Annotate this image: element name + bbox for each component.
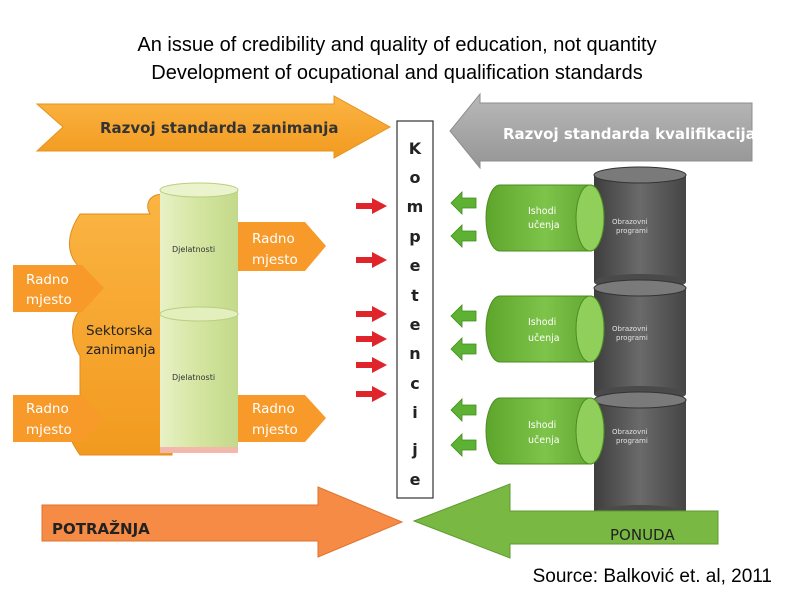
svg-text:programi: programi [616, 227, 648, 235]
svg-text:učenja: učenja [528, 220, 560, 231]
svg-text:Ishodi: Ishodi [528, 317, 556, 328]
title-line-2: Development of ocupational and qualifica… [151, 62, 643, 84]
razvoj-kvalifikacija-arrow: Razvoj standarda kvalifikacija [449, 92, 756, 170]
red-arrow-4 [356, 331, 387, 347]
obrazovni-programi-cylinder-3: Obrazovni programi [593, 391, 687, 521]
svg-text:Radno: Radno [252, 231, 295, 247]
green-arrow-5 [450, 398, 477, 422]
green-arrow-6 [450, 433, 477, 457]
kompetencije-letter: j [411, 440, 417, 459]
obrazovni-programi-cylinder-2: Obrazovni programi [593, 279, 687, 402]
potraznja-arrow: POTRAŽNJA [41, 486, 404, 558]
kompetencije-letter: e [410, 470, 421, 489]
svg-text:Radno: Radno [26, 401, 69, 417]
obrazovni-programi-cylinder-1: Obrazovni programi [593, 166, 687, 290]
kompetencije-letter: n [409, 344, 420, 363]
kompetencije-letter: i [412, 403, 417, 422]
kompetencije-letter: e [410, 256, 421, 275]
svg-text:Ishodi: Ishodi [528, 206, 556, 217]
svg-text:mjesto: mjesto [26, 292, 72, 308]
potraznja-label: POTRAŽNJA [52, 519, 150, 538]
kompetencije-letter: e [410, 315, 421, 334]
green-arrow-4 [450, 337, 477, 361]
green-arrow-2 [450, 224, 477, 248]
razvoj-kvalifikacija-label: Razvoj standarda kvalifikacija [503, 125, 756, 143]
svg-text:mjesto: mjesto [26, 422, 72, 438]
svg-text:Radno: Radno [252, 401, 295, 417]
sektorska-label-1: Sektorska [86, 323, 153, 339]
svg-text:učenja: učenja [528, 333, 560, 344]
svg-text:učenja: učenja [528, 435, 560, 446]
kompetencije-letter: p [409, 227, 420, 246]
ishodi-ucenja-cylinder-2: Ishodi učenja [485, 295, 605, 363]
source-citation: Source: Balković et. al, 2011 [532, 566, 772, 587]
title-line-1: An issue of credibility and quality of e… [137, 34, 657, 56]
sektorska-label-2: zanimanja [86, 342, 156, 358]
radno-mjesto-left-bottom: Radno mjesto [13, 395, 104, 442]
radno-mjesto-left-top: Radno mjesto [13, 265, 104, 312]
ponuda-label: PONUDA [610, 526, 675, 544]
svg-text:Obrazovni: Obrazovni [612, 218, 648, 226]
svg-text:Djelatnosti: Djelatnosti [172, 245, 215, 254]
svg-text:Obrazovni: Obrazovni [612, 325, 648, 333]
radno-mjesto-right-bottom: Radno mjesto [238, 395, 326, 442]
kompetencije-letter: K [409, 139, 422, 158]
razvoj-zanimanja-label: Razvoj standarda zanimanja [100, 119, 338, 137]
ishodi-ucenja-cylinder-3: Ishodi učenja [485, 397, 605, 465]
svg-text:Obrazovni: Obrazovni [612, 428, 648, 436]
red-arrow-3 [356, 306, 387, 322]
kompetencije-letter: c [410, 374, 419, 393]
svg-text:programi: programi [616, 437, 648, 445]
green-arrow-1 [450, 191, 477, 215]
ishodi-ucenja-cylinder-1: Ishodi učenja [485, 184, 605, 252]
kompetencije-letter: t [411, 286, 419, 305]
kompetencije-letter: o [410, 168, 421, 187]
svg-text:Radno: Radno [26, 272, 69, 288]
red-arrow-5 [356, 357, 387, 373]
red-arrow-2 [356, 252, 387, 268]
svg-text:Djelatnosti: Djelatnosti [172, 373, 215, 382]
svg-text:mjesto: mjesto [252, 422, 298, 438]
ponuda-arrow: PONUDA [412, 483, 719, 559]
svg-text:programi: programi [616, 334, 648, 342]
green-arrows [450, 191, 477, 457]
kompetencije-letter: m [407, 197, 424, 216]
svg-text:Ishodi: Ishodi [528, 420, 556, 431]
red-arrow-6 [356, 386, 387, 402]
djelatnosti-cylinder-top: Djelatnosti [159, 182, 239, 321]
radno-mjesto-right-top: Radno mjesto [238, 222, 326, 271]
red-arrow-1 [356, 198, 387, 214]
green-arrow-3 [450, 304, 477, 328]
svg-text:mjesto: mjesto [252, 252, 298, 268]
red-arrows [356, 198, 387, 402]
djelatnosti-cylinder-bottom: Djelatnosti [159, 306, 239, 453]
razvoj-zanimanja-arrow: Razvoj standarda zanimanja [35, 95, 392, 159]
